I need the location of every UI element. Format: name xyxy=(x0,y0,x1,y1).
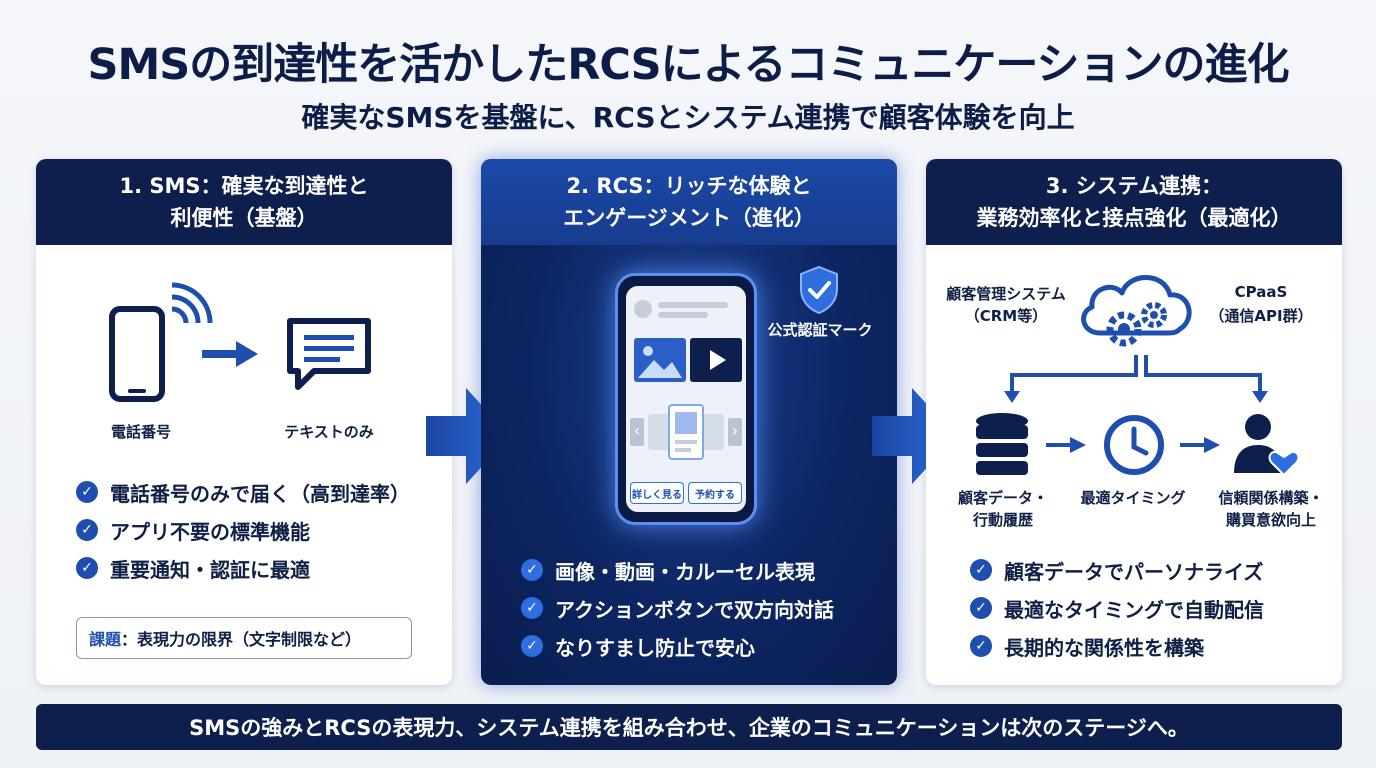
issue-text: ：表現力の限界（文字制限など） xyxy=(121,630,362,649)
checklist-item: ✓最適なタイミングで自動配信 xyxy=(970,589,1264,627)
check-icon: ✓ xyxy=(521,635,543,657)
arrow-right-icon xyxy=(202,341,258,367)
panel-sms: 1. SMS：確実な到達性と 利便性（基盤） 電話番号 テキストのみ ✓電話番号… xyxy=(36,159,452,685)
reserve-button[interactable]: 予約する xyxy=(688,482,742,504)
panel-system-heading: 3. システム連携： 業務効率化と接点強化（最適化） xyxy=(926,159,1342,245)
customer-data-label-line1: 顧客データ・ xyxy=(957,489,1048,507)
video-icon xyxy=(690,338,742,382)
verified-mark-label: 公式認証マーク xyxy=(767,321,873,339)
check-icon: ✓ xyxy=(521,597,543,619)
rcs-phone-mockup: ‹ › 詳しく見る 予約する xyxy=(615,273,757,525)
placeholder-line xyxy=(658,312,708,318)
database-icon xyxy=(976,413,1028,475)
carousel-card xyxy=(648,414,670,450)
issue-box: 課題 ：表現力の限界（文字制限など） xyxy=(76,617,412,659)
carousel-card-active xyxy=(668,404,704,460)
checklist-item: ✓アプリ不要の標準機能 xyxy=(76,511,410,549)
person-heart-icon xyxy=(1234,414,1300,477)
system-checklist: ✓顧客データでパーソナライズ ✓最適なタイミングで自動配信 ✓長期的な関係性を構… xyxy=(970,551,1264,665)
footer-banner: SMSの強みとRCSの表現力、システム連携を組み合わせ、企業のコミュニケーション… xyxy=(36,704,1342,750)
carousel[interactable]: ‹ › xyxy=(630,404,742,460)
big-arrow-right-icon xyxy=(426,388,510,484)
flow-connector-lines xyxy=(1004,355,1268,403)
crm-label-line2: （CRM等） xyxy=(964,307,1048,325)
checklist-item: ✓顧客データでパーソナライズ xyxy=(970,551,1264,589)
text-only-label: テキストのみ xyxy=(284,423,374,441)
message-bubble-icon xyxy=(287,318,371,390)
crm-label-line1: 顧客管理システム xyxy=(946,285,1066,303)
panel-sms-heading-line2: 利便性（基盤） xyxy=(170,206,318,230)
phone-number-label: 電話番号 xyxy=(110,423,171,441)
arrow-right-icon xyxy=(1180,437,1220,453)
checklist-item: ✓アクションボタンで双方向対話 xyxy=(521,589,834,627)
check-icon: ✓ xyxy=(76,557,98,579)
trust-label-line1: 信頼関係構築・ xyxy=(1218,489,1324,507)
arrow-right-icon xyxy=(1046,437,1086,453)
panel-system-heading-line1: 3. システム連携： xyxy=(1045,174,1223,198)
clock-icon xyxy=(1104,415,1164,475)
rcs-checklist: ✓画像・動画・カルーセル表現 ✓アクションボタンで双方向対話 ✓なりすまし防止で… xyxy=(521,551,834,665)
cpaas-label-line1: CPaaS xyxy=(1234,283,1288,301)
check-icon: ✓ xyxy=(76,519,98,541)
checklist-item: ✓なりすまし防止で安心 xyxy=(521,627,834,665)
big-arrow-right-icon xyxy=(872,388,956,484)
optimal-timing-label: 最適タイミング xyxy=(1080,489,1186,507)
check-icon: ✓ xyxy=(970,559,992,581)
panel-sms-heading-line1: 1. SMS：確実な到達性と xyxy=(119,174,369,198)
panel-rcs: 2. RCS：リッチな体験と エンゲージメント（進化） ‹ › xyxy=(481,159,897,685)
check-icon: ✓ xyxy=(970,635,992,657)
check-icon: ✓ xyxy=(521,559,543,581)
trust-label-line2: 購買意欲向上 xyxy=(1225,511,1316,529)
cloud-gears-icon xyxy=(1081,275,1192,347)
check-icon: ✓ xyxy=(76,481,98,503)
page-subtitle: 確実なSMSを基盤に、RCSとシステム連携で顧客体験を向上 xyxy=(301,101,1075,134)
panel-rcs-heading: 2. RCS：リッチな体験と エンゲージメント（進化） xyxy=(481,159,897,245)
carousel-card xyxy=(702,414,724,450)
page-title: SMSの到達性を活かしたRCSによるコミュニケーションの進化 xyxy=(87,40,1289,90)
panel-system-heading-line2: 業務効率化と接点強化（最適化） xyxy=(976,206,1292,230)
panel-rcs-heading-line1: 2. RCS：リッチな体験と xyxy=(566,174,812,198)
carousel-prev-icon[interactable]: ‹ xyxy=(630,418,644,446)
details-button[interactable]: 詳しく見る xyxy=(630,482,684,504)
panel-system-integration: 3. システム連携： 業務効率化と接点強化（最適化） 顧客管理システム （CRM… xyxy=(926,159,1342,685)
avatar xyxy=(634,300,652,318)
cpaas-label-line2: （通信API群） xyxy=(1209,307,1313,325)
phone-screen: ‹ › 詳しく見る 予約する xyxy=(626,286,746,512)
sms-checklist: ✓電話番号のみで届く（高到達率） ✓アプリ不要の標準機能 ✓重要通知・認証に最適 xyxy=(76,473,410,587)
smartphone-signal-icon xyxy=(109,282,213,402)
checklist-item: ✓重要通知・認証に最適 xyxy=(76,549,410,587)
checklist-item: ✓画像・動画・カルーセル表現 xyxy=(521,551,834,589)
check-icon: ✓ xyxy=(970,597,992,619)
panel-sms-heading: 1. SMS：確実な到達性と 利便性（基盤） xyxy=(36,159,452,245)
checklist-item: ✓長期的な関係性を構築 xyxy=(970,627,1264,665)
placeholder-line xyxy=(658,302,728,308)
panel-rcs-heading-line2: エンゲージメント（進化） xyxy=(563,206,815,230)
checklist-item: ✓電話番号のみで届く（高到達率） xyxy=(76,473,410,511)
issue-key: 課題 xyxy=(89,630,122,649)
image-icon xyxy=(634,338,686,382)
customer-data-label-line2: 行動履歴 xyxy=(972,511,1033,529)
carousel-next-icon[interactable]: › xyxy=(728,418,742,446)
verified-shield-icon xyxy=(800,265,838,315)
